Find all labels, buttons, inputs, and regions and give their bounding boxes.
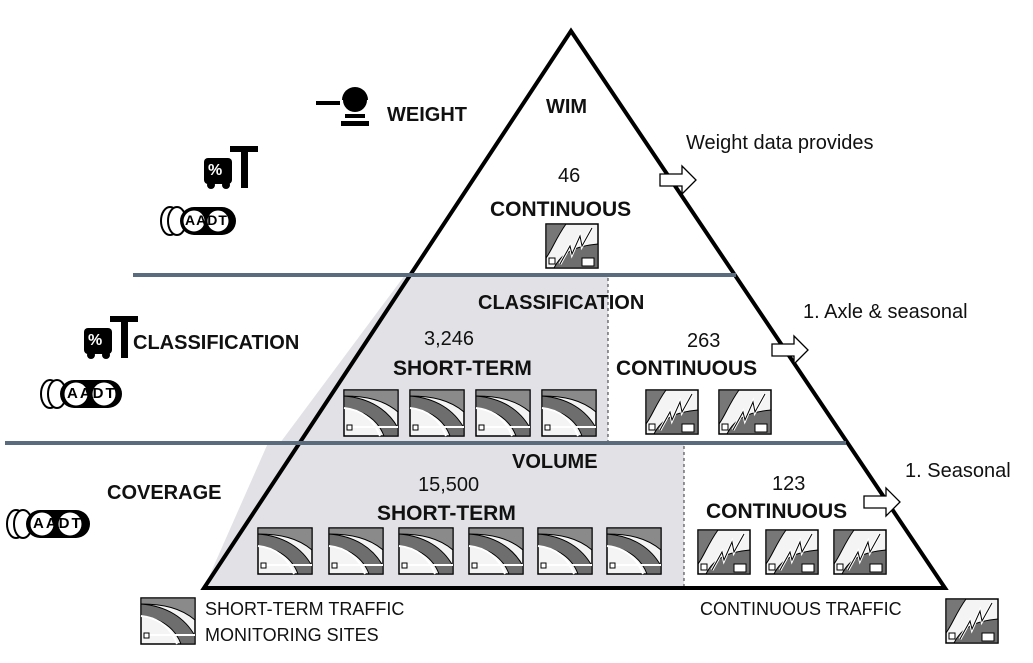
legend-continuous-label: CONTINUOUS TRAFFIC [700,599,902,619]
volume-note: 1. Seasonal [905,460,1011,482]
aadt-icon [160,206,236,236]
legend-short-term-line1: SHORT-TERM TRAFFIC [205,599,405,619]
volume-short-term-site-icon [468,527,524,575]
weight-note: Weight data provides [686,132,874,154]
volume-title: VOLUME [512,451,598,473]
volume-continuous-site-icon [832,528,888,576]
classification-short-term-site-icon [475,389,531,437]
coverage-label: COVERAGE [107,482,222,504]
volume-short-term-site-icon [606,527,662,575]
classification-continuous-site-icon [717,388,773,436]
volume-continuous-label: CONTINUOUS [706,500,848,523]
percent-glyph: % [208,162,223,179]
volume-short-term-site-icon [537,527,593,575]
percent-glyph: % [88,332,103,349]
scale-icon [316,87,369,126]
wim-title: WIM [546,96,588,118]
aadt-glyph: AADT [33,515,83,532]
classification-short-term-site-icon [541,389,597,437]
aadt-glyph: AADT [67,385,117,402]
volume-continuous-site-icon [764,528,820,576]
legend-short-term-icon [140,597,196,645]
volume-continuous-site-icon [696,528,752,576]
classification-continuous-label: CONTINUOUS [616,357,758,380]
classification-short-term-site-icon [343,389,399,437]
truck-percent-icon [84,316,138,359]
aadt-glyph: AADT [185,212,228,228]
truck-percent-icon [204,146,258,189]
wim-type-label: CONTINUOUS [490,198,632,221]
legend-continuous-icon [944,597,1000,645]
volume-short-term-label: SHORT-TERM [377,502,516,525]
volume-continuous-count: 123 [772,473,806,495]
volume-short-term-count: 15,500 [418,474,480,496]
wim-continuous-site-icon [544,222,600,270]
classification-short-term-count: 3,246 [424,328,475,350]
volume-short-term-site-icon [257,527,313,575]
volume-short-term-site-icon [398,527,454,575]
wim-count: 46 [558,165,581,187]
classification-short-term-label: SHORT-TERM [393,357,532,380]
legend-short-term-line2: MONITORING SITES [205,625,379,645]
weight-label: WEIGHT [387,104,467,126]
classification-short-term-site-icon [409,389,465,437]
aadt-icon [40,379,122,409]
pyramid-outline [200,27,949,590]
classification-left-label: CLASSIFICATION [133,332,300,354]
classification-continuous-site-icon [644,388,700,436]
aadt-icon [6,509,90,539]
classification-note: 1. Axle & seasonal [803,301,968,323]
classification-title: CLASSIFICATION [478,292,645,314]
volume-short-term-site-icon [328,527,384,575]
classification-continuous-count: 263 [687,330,721,352]
